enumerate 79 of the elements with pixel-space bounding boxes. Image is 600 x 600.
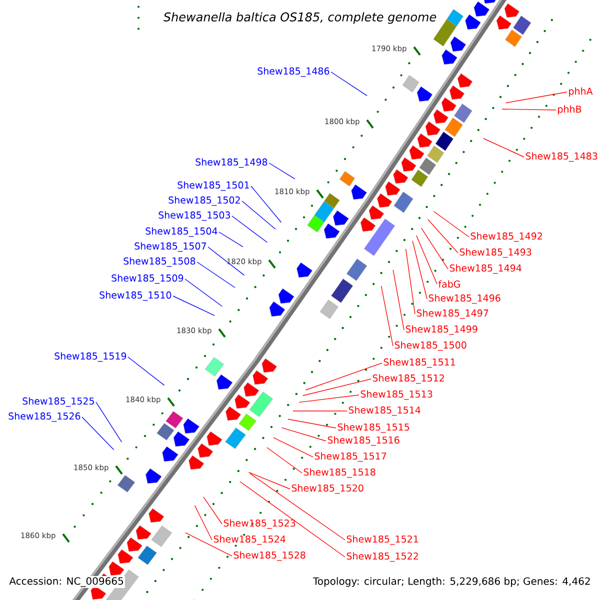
gene-label: Shew185_1525 [22,397,94,407]
leader-line [218,232,244,248]
leader-line [288,418,336,428]
leader-line [428,219,458,254]
gene-label: Shew185_1526 [8,412,80,422]
gene-label: phhA [569,87,593,97]
leader-line [208,246,245,276]
gene-label: fabG [438,280,460,288]
leader-line [281,427,326,442]
leader-line [292,410,348,412]
leader-line [248,472,290,490]
gene-label: Shew185_1513 [360,390,432,400]
gene-label: Shew185_1486 [258,67,330,77]
gene-label: Shew185_1498 [196,158,268,168]
gene-label: Shew185_1514 [348,406,420,416]
gene-label: Shew185_1503 [158,211,230,221]
accession-label: Accession: NC_009665 [8,576,125,588]
gene-label: Shew185_1501 [178,181,249,191]
gene-label: Shew185_1493 [460,248,532,258]
gene-label: Shew185_1492 [470,232,542,242]
leader-line [232,216,268,243]
leader-line [196,262,236,288]
gene-label: Shew185_1507 [134,242,206,252]
leader-line [506,92,568,104]
gene-label: Shew185_1497 [416,309,488,319]
gene-label: Shew185_1515 [338,423,410,433]
leader-line [302,378,372,396]
gene-label: Shew185_1510 [100,291,172,301]
title: Shewanella baltica OS185, complete genome [162,11,438,25]
gene-label: Shew185_1496 [428,294,500,304]
gene-label: phhB [558,105,582,115]
gene-label: Shew185_1512 [372,374,444,384]
leader-line [416,235,438,284]
gene-label: Shew185_1524 [214,535,286,545]
gene-label: Shew185_1499 [406,325,478,335]
leader-line [266,447,302,474]
gene-label: Shew185_1502 [168,196,240,206]
leader-line [250,186,282,223]
leader-line [250,473,346,540]
leader-line [203,496,222,524]
leader-line [405,248,416,314]
gene-label: Shew185_1521 [346,535,418,545]
leader-line [82,416,114,450]
gene-label: Shew185_1528 [234,551,306,561]
leader-line [330,72,368,96]
leader-line [240,481,346,558]
gene-label: Shew185_1500 [394,341,466,351]
genome-info: Topology: circular; Length: 5,229,686 bp; Genes: 4,462 [312,576,592,588]
leader-line [185,532,232,556]
gene-label: Shew185_1519 [54,352,126,362]
gene-label: Shew185_1516 [328,436,400,446]
gene-label: Shew185_1504 [146,227,218,237]
gene-label: Shew185_1518 [304,468,376,478]
leader-line [184,278,223,307]
leader-line [194,505,212,540]
leader-line [273,437,314,458]
leader-line [305,362,382,390]
gene-label: Shew185_1523 [224,519,296,529]
gene-label: Shew185_1508 [124,257,196,267]
leader-line [502,108,556,110]
leader-line [96,402,122,442]
leader-line [268,162,296,180]
leader-line [392,270,404,330]
gene-label: Shew185_1522 [346,552,418,562]
gene-label: Shew185_1494 [450,264,522,274]
gene-label: Shew185_1509 [112,274,184,284]
leader-line [483,138,524,158]
leader-line [298,394,360,403]
leader-line [380,286,394,346]
gene-label: Shew185_1483 [526,152,598,162]
leader-line [172,296,215,316]
gene-label: Shew185_1517 [314,452,386,462]
leader-line [412,240,428,300]
leader-line [128,356,165,386]
leader-line [242,200,276,230]
gene-label: Shew185_1511 [384,358,456,368]
leader-line [420,228,448,270]
leader-line [434,211,470,238]
gene-label: Shew185_1520 [292,484,364,494]
